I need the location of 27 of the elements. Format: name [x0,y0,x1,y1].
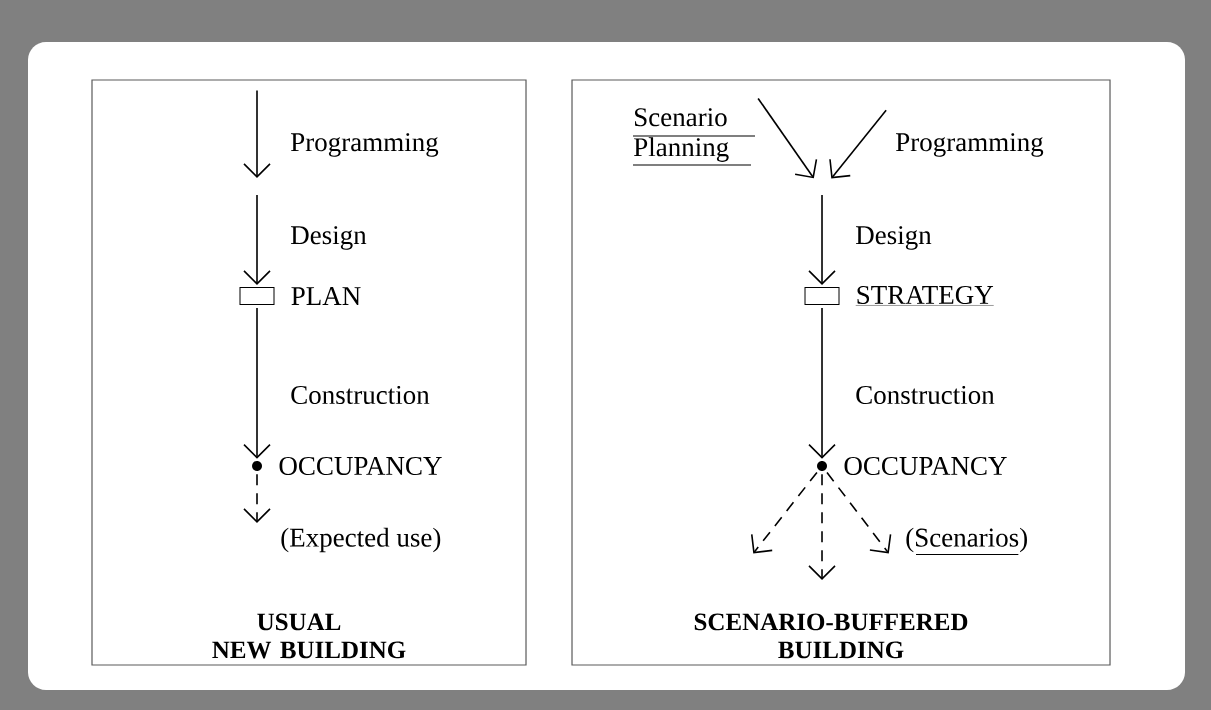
underlined-label: Scenario Planning [632,108,756,166]
arrow [243,194,271,285]
arrow [808,194,836,285]
panel [91,79,527,666]
underlined-label: (Scenarios) [906,527,1027,555]
panel [571,79,1111,666]
arrow [750,471,818,554]
edge-label: Design [856,226,932,250]
step-label: Programming [896,133,1044,157]
edge-label: Programming [291,133,439,157]
arrow [829,109,887,179]
step-box: PLAN [239,287,361,305]
arrow [757,97,818,179]
panel-heading: SCENARIO-BUFFERED BUILDING [694,613,968,659]
step-box: STRATEGY [804,285,994,306]
node-label: STRATEGY [857,285,994,305]
panel-heading: USUAL NEW BUILDING [212,613,406,659]
node-label: PLAN [291,287,361,305]
arrow [808,307,836,459]
edge-label: Construction [856,385,995,405]
edge-label: Design [291,226,367,250]
arrow [826,471,892,554]
edge-label: Construction [291,385,430,405]
arrow [243,307,271,459]
edge-label: (Expected use) [281,527,441,553]
arrow [243,89,271,178]
arrow [808,473,836,580]
